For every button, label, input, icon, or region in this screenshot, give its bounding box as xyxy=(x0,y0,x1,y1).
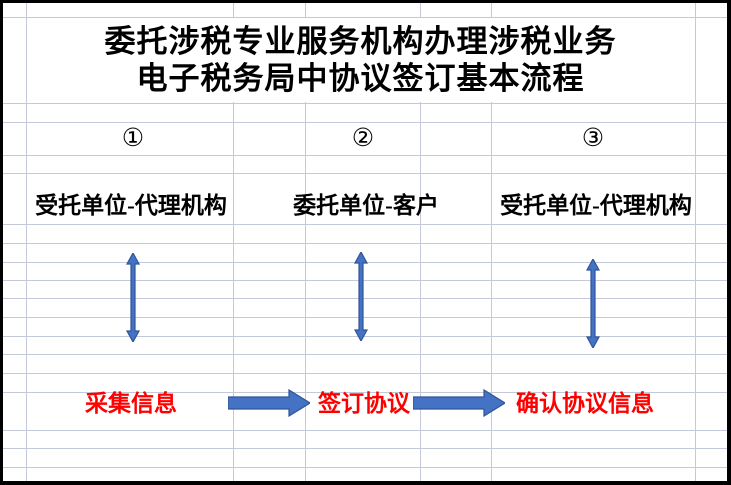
step-1-party-label: 受托单位-代理机构 xyxy=(35,193,227,218)
gridline-row xyxy=(0,173,731,174)
outer-border-top xyxy=(0,0,731,3)
gridline-row xyxy=(0,122,731,123)
gridline-row xyxy=(0,298,731,299)
step-2-number: ② xyxy=(351,125,375,152)
gridline-column xyxy=(305,0,306,485)
gridline-row xyxy=(0,17,731,18)
step-2-action-label: 签订协议 xyxy=(318,391,410,416)
gridline-column xyxy=(233,0,234,485)
title-line-2: 电子税务局中协议签订基本流程 xyxy=(136,61,585,96)
gridline-row xyxy=(0,155,731,156)
step-1-double-arrow-icon xyxy=(125,253,141,342)
outer-border-bottom xyxy=(0,481,731,485)
gridline-row xyxy=(0,224,731,225)
title-block: 委托涉税专业服务机构办理涉税业务 电子税务局中协议签订基本流程 xyxy=(27,18,694,102)
flow-arrow-1-icon xyxy=(228,389,310,417)
outer-border-right xyxy=(727,0,731,485)
step-2-party-label: 委托单位-客户 xyxy=(293,193,439,218)
gridline-row xyxy=(0,373,731,374)
gridline-row xyxy=(0,430,731,431)
gridline-row xyxy=(0,103,731,104)
gridline-row xyxy=(0,467,731,468)
gridline-row xyxy=(0,354,731,355)
gridline-column xyxy=(491,0,492,485)
gridline-row xyxy=(0,392,731,393)
step-1-action-label: 采集信息 xyxy=(85,391,177,416)
step-1-number: ① xyxy=(121,125,145,152)
gridline-row xyxy=(0,280,731,281)
gridline-row xyxy=(0,336,731,337)
step-2-double-arrow-icon xyxy=(353,252,369,341)
step-3-party-label: 受托单位-代理机构 xyxy=(500,193,692,218)
gridline-row xyxy=(0,243,731,244)
gridline-column xyxy=(695,0,696,485)
step-3-number: ③ xyxy=(581,125,605,152)
gridline-column xyxy=(26,0,27,485)
gridline-row xyxy=(0,317,731,318)
gridline-row xyxy=(0,448,731,449)
title-line-1: 委托涉税专业服务机构办理涉税业务 xyxy=(104,24,617,59)
gridline-column xyxy=(420,0,421,485)
step-3-double-arrow-icon xyxy=(585,259,601,348)
flow-arrow-2-icon xyxy=(413,389,505,417)
outer-border-left xyxy=(0,0,3,485)
step-3-action-label: 确认协议信息 xyxy=(516,391,654,416)
